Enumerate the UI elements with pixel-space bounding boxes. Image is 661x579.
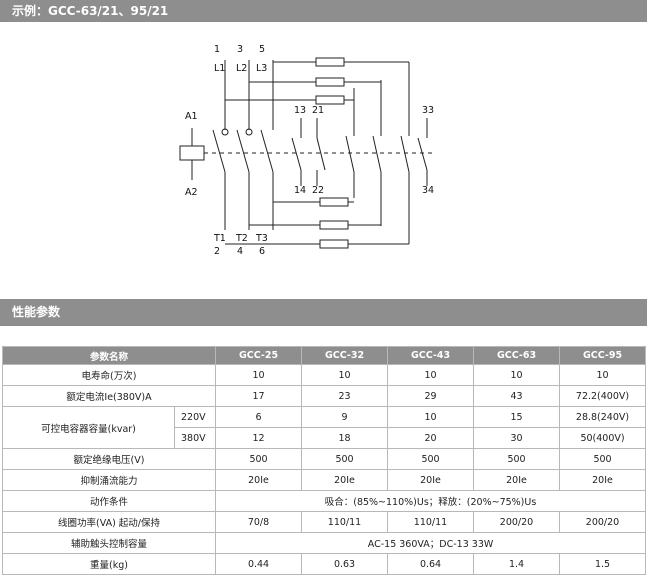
cell: 20Ie — [387, 469, 475, 491]
row-label: 可控电容器容量(kvar) — [2, 406, 175, 449]
wiring-diagram: 1 3 5 L1 L2 L3 T1 T2 T3 2 4 6 A1 A2 13 2… — [179, 44, 434, 257]
terminal-1: 1 — [214, 44, 220, 55]
cell: 30 — [473, 427, 561, 449]
label-T3: T3 — [255, 233, 268, 244]
cell: 0.64 — [387, 553, 475, 575]
terminal-2: 2 — [214, 246, 220, 257]
sub-label-380v: 380V — [173, 427, 217, 449]
aux-label-33: 33 — [422, 105, 434, 116]
cell: 20Ie — [215, 469, 303, 491]
cell: 17 — [215, 385, 303, 407]
section-header-example: 示例：GCC-63/21、95/21 — [0, 0, 647, 22]
label-L1: L1 — [214, 63, 225, 74]
row-label: 额定电流Ie(380V)A — [1, 385, 217, 407]
cell: 70/8 — [215, 511, 303, 533]
table-row: 额定绝缘电压(V) 500 500 500 500 500 — [1, 448, 647, 470]
cell: 500 — [559, 448, 647, 470]
sub-label-220v: 220V — [173, 406, 217, 428]
terminal-4: 4 — [237, 246, 243, 257]
header-gcc25: GCC-25 — [215, 346, 303, 365]
aux-label-21: 21 — [312, 105, 324, 116]
cell: 20Ie — [473, 469, 561, 491]
cell: 20Ie — [559, 469, 647, 491]
table-row: 电寿命(万次) 10 10 10 10 10 — [1, 364, 647, 386]
cell: 500 — [473, 448, 561, 470]
aux-label-34: 34 — [422, 185, 434, 196]
terminal-5: 5 — [259, 44, 265, 55]
table-row: 动作条件 吸合：(85%~110%)Us；释放：(20%~75%)Us — [1, 490, 647, 512]
row-label: 电寿命(万次) — [1, 364, 217, 386]
cell: 20 — [387, 427, 475, 449]
cell: 28.8(240V) — [559, 406, 647, 428]
cell: 0.63 — [301, 553, 389, 575]
cell: 10 — [387, 364, 475, 386]
table-row: 线圈功率(VA) 起动/保持 70/8 110/11 110/11 200/20… — [1, 511, 647, 533]
cell: 0.44 — [215, 553, 303, 575]
terminal-3: 3 — [237, 44, 243, 55]
label-L2: L2 — [236, 63, 247, 74]
cell: 18 — [301, 427, 389, 449]
cell: 500 — [215, 448, 303, 470]
row-label: 辅助触头控制容量 — [1, 532, 217, 554]
table-row: 抑制涌流能力 20Ie 20Ie 20Ie 20Ie 20Ie — [1, 469, 647, 491]
cell: 20Ie — [301, 469, 389, 491]
row-label: 线圈功率(VA) 起动/保持 — [1, 511, 217, 533]
cell: 12 — [215, 427, 303, 449]
cell: 50(400V) — [559, 427, 647, 449]
cell-merged: AC-15 360VA；DC-13 33W — [215, 532, 647, 554]
cell: 10 — [387, 406, 475, 428]
table-row: 可控电容器容量(kvar) 220V 6 9 10 15 28.8(240V) — [2, 406, 647, 449]
row-label: 动作条件 — [1, 490, 217, 512]
cell: 10 — [559, 364, 647, 386]
cell-merged: 吸合：(85%~110%)Us；释放：(20%~75%)Us — [215, 490, 647, 512]
row-label: 额定绝缘电压(V) — [1, 448, 217, 470]
header-gcc43: GCC-43 — [387, 346, 475, 365]
label-T1: T1 — [213, 233, 226, 244]
cell: 10 — [473, 364, 561, 386]
cell: 110/11 — [301, 511, 389, 533]
row-label: 抑制涌流能力 — [1, 469, 217, 491]
label-L3: L3 — [256, 63, 267, 74]
cell: 10 — [215, 364, 303, 386]
header-gcc95: GCC-95 — [559, 346, 647, 365]
cell: 500 — [387, 448, 475, 470]
coil-label-A1: A1 — [185, 111, 198, 122]
aux-label-13: 13 — [294, 105, 306, 116]
spec-table: 参数名称 GCC-25 GCC-32 GCC-43 GCC-63 GCC-95 … — [1, 346, 647, 575]
cell: 9 — [301, 406, 389, 428]
cell: 200/20 — [559, 511, 647, 533]
header-gcc32: GCC-32 — [301, 346, 389, 365]
cell: 29 — [387, 385, 475, 407]
table-row: 辅助触头控制容量 AC-15 360VA；DC-13 33W — [1, 532, 647, 554]
label-T2: T2 — [235, 233, 248, 244]
cell: 6 — [215, 406, 303, 428]
table-row: 额定电流Ie(380V)A 17 23 29 43 72.2(400V) — [1, 385, 647, 407]
header-gcc63: GCC-63 — [473, 346, 561, 365]
aux-label-22: 22 — [312, 185, 324, 196]
cell: 10 — [301, 364, 389, 386]
cell: 43 — [473, 385, 561, 407]
table-header-row: 参数名称 GCC-25 GCC-32 GCC-43 GCC-63 GCC-95 — [1, 346, 647, 365]
cell: 72.2(400V) — [559, 385, 647, 407]
aux-label-14: 14 — [294, 185, 306, 196]
section-header-performance: 性能参数 — [0, 299, 647, 326]
table-row: 重量(kg) 0.44 0.63 0.64 1.4 1.5 — [1, 553, 647, 575]
cell: 23 — [301, 385, 389, 407]
header-param: 参数名称 — [1, 346, 217, 365]
row-label: 重量(kg) — [1, 553, 217, 575]
cell: 15 — [473, 406, 561, 428]
coil-label-A2: A2 — [185, 187, 198, 198]
cell: 500 — [301, 448, 389, 470]
cell: 1.5 — [559, 553, 647, 575]
cell: 1.4 — [473, 553, 561, 575]
cell: 200/20 — [473, 511, 561, 533]
cell: 110/11 — [387, 511, 475, 533]
terminal-6: 6 — [259, 246, 265, 257]
